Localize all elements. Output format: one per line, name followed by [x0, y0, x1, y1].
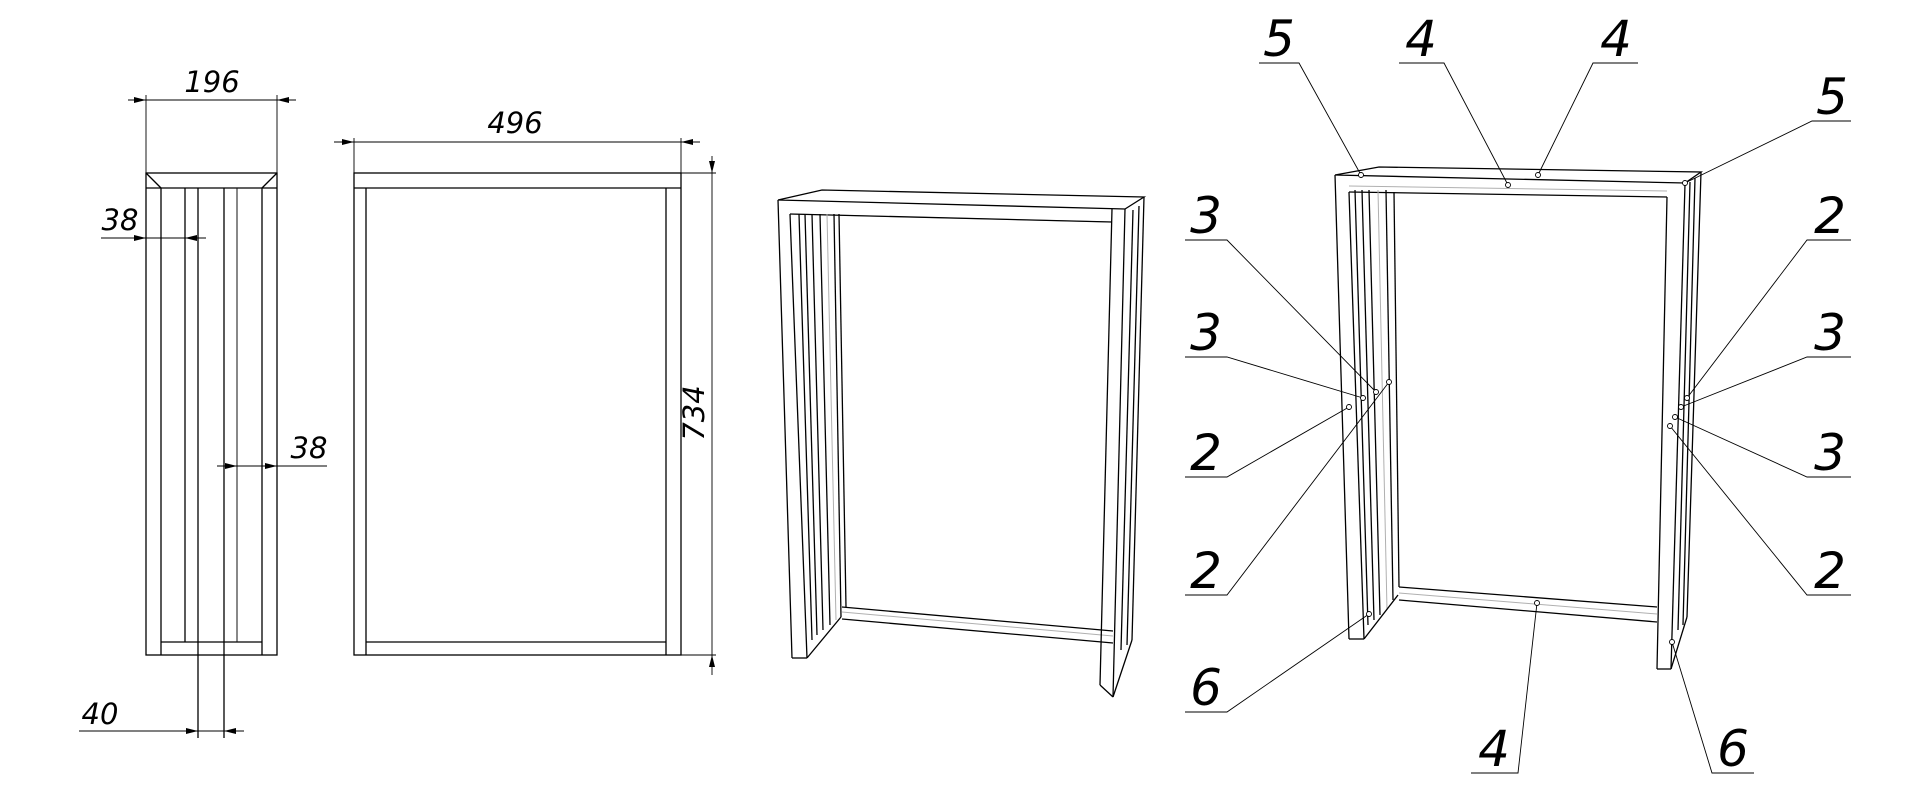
callout-label: 2: [1814, 187, 1846, 245]
assembly-view: 5 4 4 5 3 3 2 2 6 4 6 2 3 3 2: [1185, 10, 1851, 778]
callout-label: 2: [1814, 542, 1846, 600]
callout-label: 3: [1814, 424, 1846, 482]
dimension-label: 196: [184, 65, 239, 99]
callout-label: 5: [1816, 68, 1848, 126]
dimension-734: 734: [677, 156, 716, 675]
callout-label: 2: [1190, 542, 1222, 600]
dimension-38-right: 38: [217, 431, 327, 469]
callout-label: 4: [1600, 10, 1632, 68]
dimension-label: 38: [291, 431, 328, 465]
dimension-496: 496: [334, 106, 700, 173]
callout-label: 4: [1405, 10, 1437, 68]
callout-label: 6: [1190, 659, 1222, 717]
dimension-196: 196: [128, 65, 296, 173]
callout-label: 6: [1717, 720, 1749, 778]
callout-label: 2: [1190, 424, 1222, 482]
front-view-outline: [353, 172, 682, 656]
callout-label: 3: [1190, 187, 1222, 245]
dimension-label: 734: [677, 385, 711, 440]
dimension-38-left: 38: [101, 203, 206, 241]
side-view-outline: [145, 172, 278, 656]
callout-label: 3: [1190, 304, 1222, 362]
dimension-40: 40: [79, 697, 244, 734]
isometric-view: [777, 189, 1147, 698]
callout-label: 4: [1478, 720, 1510, 778]
callout-leaders: [1185, 62, 1851, 774]
dimension-label: 40: [82, 697, 119, 731]
front-view: 496 734: [334, 106, 716, 675]
dimension-label: 496: [487, 106, 542, 140]
dimension-label: 38: [102, 203, 139, 237]
side-view: 196 38 38 40: [79, 65, 327, 738]
callout-label: 3: [1814, 304, 1846, 362]
callout-label: 5: [1263, 10, 1295, 68]
